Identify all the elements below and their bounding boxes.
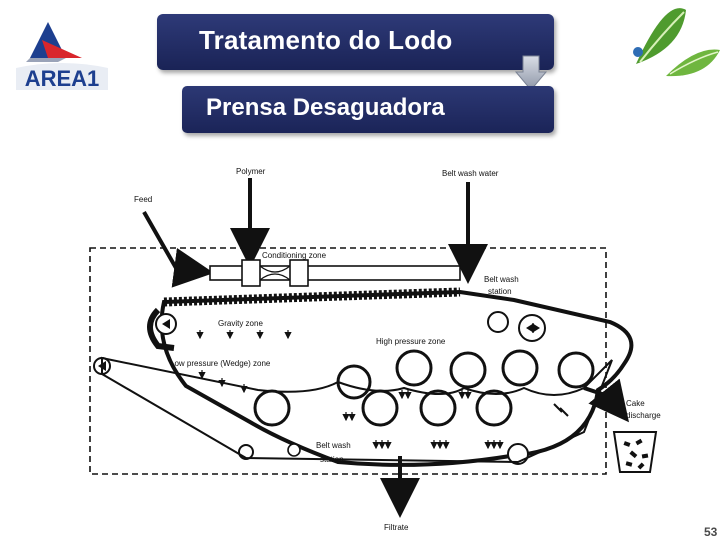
belt-wash-water-label: Belt wash water	[442, 169, 499, 178]
belt-wash-station-top-label-1: Belt wash	[484, 275, 519, 284]
page-number: 53	[704, 525, 718, 539]
lower-belt	[101, 356, 613, 464]
leaf-logo	[626, 6, 724, 86]
page-subtitle: Prensa Desaguadora	[206, 94, 445, 121]
filtrate-label: Filtrate	[384, 523, 409, 532]
machine-enclosure	[89, 247, 607, 475]
belt-wash-station-bottom-label-1: Belt wash	[316, 441, 351, 450]
conditioning-zone-label: Conditioning zone	[262, 251, 327, 260]
area1-logo: AREA1	[8, 18, 116, 98]
cake-bin	[612, 431, 658, 473]
page-title: Tratamento do Lodo	[199, 25, 453, 55]
cake-discharge-label-1: Cake	[626, 399, 645, 408]
conditioning-pipe	[209, 265, 461, 281]
title-bar: Tratamento do Lodo	[157, 14, 554, 70]
subtitle-bar: Prensa Desaguadora	[182, 86, 554, 133]
belt-press-diagram: Polymer Belt wash water Feed Conditionin…	[84, 150, 668, 540]
upper-belt	[159, 289, 634, 467]
polymer-label: Polymer	[236, 167, 266, 176]
arrow-down-icon	[514, 54, 548, 92]
low-pressure-zone-label: Low pressure (Wedge) zone	[170, 359, 271, 368]
belt-wash-station-top-label-2: station	[488, 287, 512, 296]
gravity-zone-label: Gravity zone	[218, 319, 263, 328]
logo-text: AREA1	[25, 66, 100, 91]
high-pressure-zone-label: High pressure zone	[376, 337, 446, 346]
feed-label: Feed	[134, 195, 152, 204]
belt-wash-station-bottom-label-2: station	[320, 455, 344, 464]
cake-discharge-label-2: discharge	[626, 411, 661, 420]
